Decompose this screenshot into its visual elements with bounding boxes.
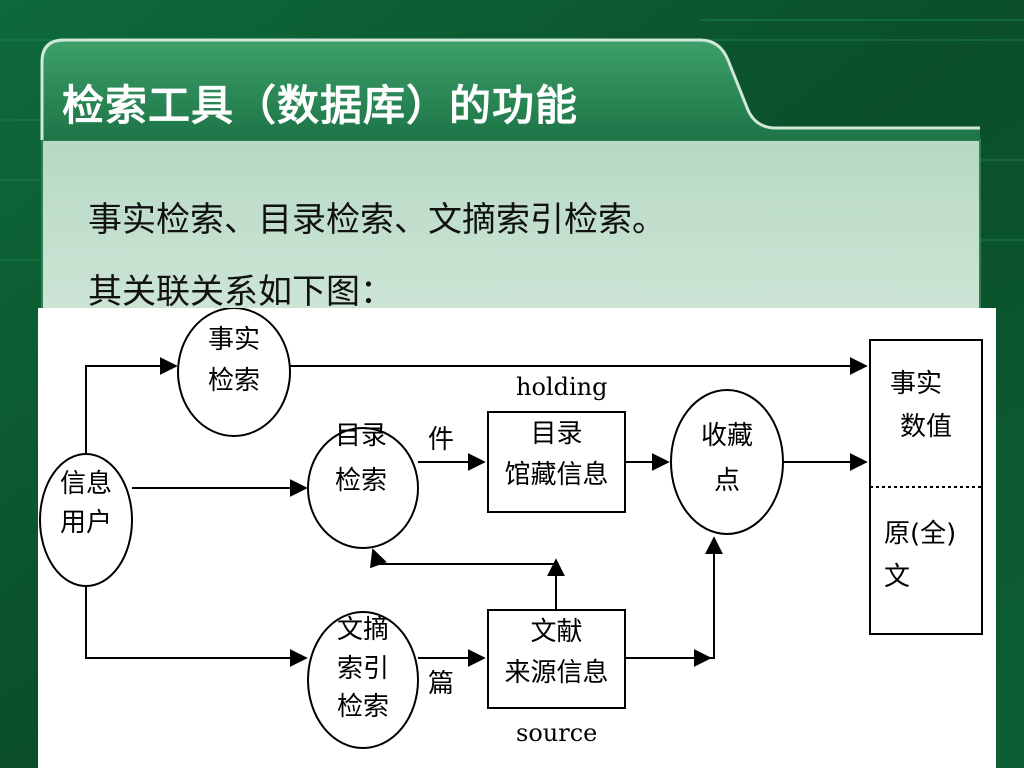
doc-source-label-1: 文献 — [530, 617, 583, 647]
info-user-label-2: 用户 — [59, 507, 112, 538]
arrow-user-to-abstract — [85, 586, 308, 667]
arrow-user-to-fact-search — [85, 357, 178, 454]
abstract-search-label-2: 索引 — [336, 653, 389, 684]
arrow-source-to-collection — [625, 536, 723, 659]
abstract-search-label-1: 文摘 — [336, 615, 389, 645]
catalog-search-node — [307, 427, 419, 549]
holding-label: holding — [516, 373, 608, 401]
doc-source-label-2: 来源信息 — [504, 657, 609, 688]
retrieval-types-text: 事实检索、目录检索、文摘索引检索。 — [88, 200, 666, 240]
collection-point-label-2: 点 — [713, 465, 740, 496]
fact-search-label-1: 事实 — [207, 325, 260, 355]
result-fulltext-label-2: 文 — [884, 561, 911, 592]
catalog-holding-label-2: 馆藏信息 — [504, 459, 609, 490]
fact-search-node — [177, 308, 291, 437]
jian-label: 件 — [427, 425, 454, 455]
collection-point-label-1: 收藏 — [700, 421, 753, 451]
catalog-search-label-2: 检索 — [334, 465, 387, 496]
relationship-intro-text: 其关联关系如下图： — [88, 272, 394, 312]
arrow-source-to-catalog — [369, 548, 557, 610]
catalog-holding-label-1: 目录 — [530, 419, 583, 449]
abstract-search-label-3: 检索 — [336, 692, 389, 722]
result-fact-label-1: 事实 — [890, 369, 943, 399]
catalog-search-label-1: 目录 — [334, 421, 387, 451]
result-fact-label-2: 数值 — [900, 411, 953, 442]
fact-search-label-2: 检索 — [207, 365, 260, 396]
pian-label: 篇 — [427, 669, 454, 699]
result-fulltext-label-1: 原(全) — [884, 519, 957, 549]
relationship-diagram: 事实 检索 信息 用户 目录 检索 文摘 索引 检索 目录 馆藏信息 文献 来源… — [38, 308, 996, 768]
slide-title: 检索工具（数据库）的功能 — [62, 81, 579, 130]
info-user-label-1: 信息 — [59, 469, 112, 499]
source-label: source — [516, 719, 598, 747]
abstract-search-node — [307, 611, 419, 749]
